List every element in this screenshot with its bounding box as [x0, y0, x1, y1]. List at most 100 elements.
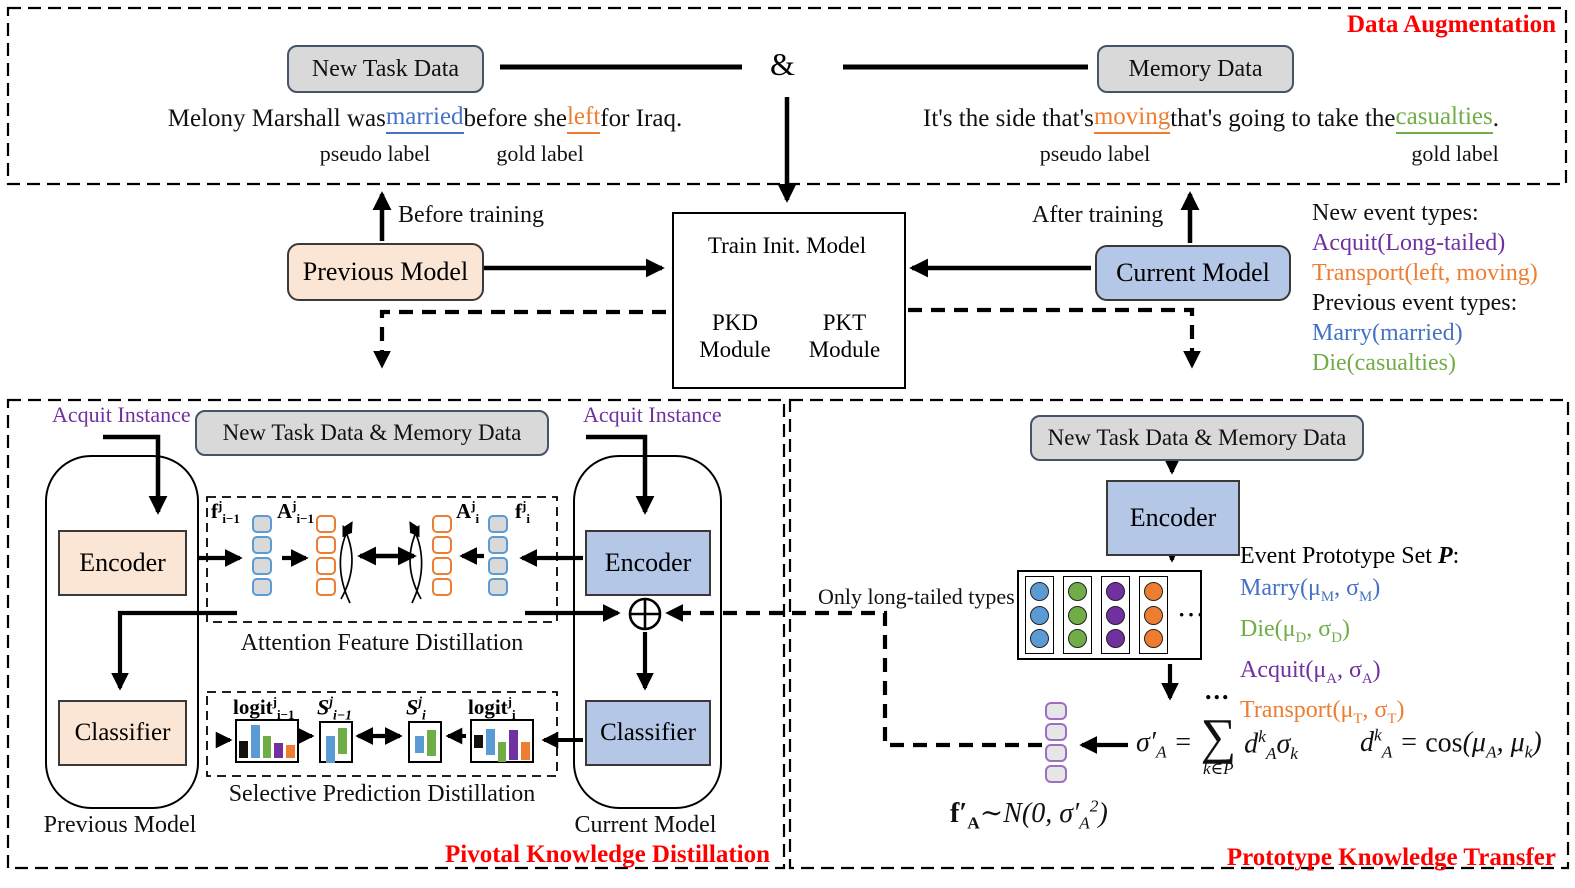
noise-dist: ∼N(0, σ′A2) — [979, 796, 1108, 833]
train-init-model-label: Train Init. Model — [707, 233, 867, 258]
section-title-pkd: Pivotal Knowledge Distillation — [445, 841, 770, 868]
legend-new-event-types: New event types: — [1312, 200, 1479, 226]
previous-model-caption: Previous Model — [43, 812, 197, 838]
noise-feature-column — [1045, 702, 1067, 783]
f-prev-label: fji−1 — [211, 498, 240, 527]
s-prev-chart — [319, 721, 353, 763]
left-example-sentence: Melony Marshall was married before she l… — [85, 103, 765, 134]
pkt-module-label: PKT Module — [795, 309, 894, 363]
right-example-sentence: It's the side that's moving that's going… — [860, 103, 1562, 134]
current-model-caption: Current Model — [574, 812, 717, 838]
event-types-legend: New event types: Acquit(Long-tailed) Tra… — [1312, 198, 1538, 378]
sentence-text: before she — [463, 104, 567, 132]
legend-marry: Marry(married) — [1312, 320, 1463, 346]
training-center-box — [672, 212, 906, 389]
pkd-module-label: PKD Module — [684, 309, 786, 363]
prev-classifier-box: Classifier — [58, 700, 187, 766]
legend-acquit: Acquit(Long-tailed) — [1312, 230, 1506, 256]
cos-formula: dkA = cos(μA, μk) — [1360, 726, 1542, 763]
pseudo-label-caption-right: pseudo label — [1039, 141, 1151, 166]
pseudo-label-word: moving — [1093, 103, 1171, 134]
attention-caption: Attention Feature Distillation — [240, 630, 524, 656]
pkd-module-line2: Module — [699, 337, 771, 362]
noise-formula: f′A∼N(0, σ′A2) — [950, 796, 1108, 834]
prev-attention-column — [316, 515, 336, 596]
before-training-label: Before training — [398, 202, 544, 228]
prev-encoder-box: Encoder — [58, 530, 187, 596]
only-long-tailed-label: Only long-tailed types — [818, 584, 1015, 609]
logit-cur-chart — [470, 719, 534, 763]
attention-curve-left-2 — [340, 525, 353, 600]
prototype-marry: Marry(μM, σM) — [1240, 575, 1381, 605]
pkt-module-line2: Module — [808, 337, 881, 362]
arrow-acquit-right-into-encoder — [586, 434, 655, 515]
sentence-text: that's going to take the — [1170, 104, 1396, 132]
section-title-pkt: Prototype Knowledge Transfer — [1226, 844, 1556, 871]
a-prev-label: Aji−1 — [277, 498, 315, 527]
prototype-acquit: Acquit(μA, σA) — [1240, 656, 1381, 687]
dashed-pkd-to-left-section — [373, 309, 666, 369]
s-cur-chart — [408, 721, 442, 763]
after-training-label: After training — [1032, 202, 1164, 228]
sentence-text: for Iraq. — [600, 104, 683, 132]
sum-symbol: ∑ k∈P — [1200, 707, 1237, 779]
cur-feature-column — [488, 515, 508, 596]
legend-transport: Transport(left, moving) — [1312, 260, 1538, 286]
sum-under: k∈P — [1203, 759, 1234, 779]
prototype-columns — [1025, 576, 1168, 654]
new-task-data-box: New Task Data — [287, 45, 484, 93]
cos-lhs: dkA = — [1360, 726, 1426, 762]
prototype-ellipsis: ··· — [1178, 602, 1207, 627]
sum-glyph: ∑ — [1200, 707, 1237, 764]
noise-f: f′A — [950, 798, 980, 833]
dashed-noise-to-oplus — [665, 604, 1042, 748]
prototype-transport: Transport(μT, σT) — [1240, 697, 1405, 728]
gold-label-word: left — [566, 103, 601, 134]
sentence-text: . — [1492, 104, 1499, 132]
pkt-module-line1: PKT — [822, 310, 867, 335]
cur-attention-column — [432, 515, 452, 596]
logit-prev-chart — [235, 719, 299, 763]
sentence-text: Melony Marshall was — [167, 104, 386, 132]
cur-classifier-box: Classifier — [585, 700, 711, 766]
sigma-formula: σ′A = ∑ k∈P dkAσk — [1136, 700, 1298, 790]
prototype-knowledge-transfer-box — [788, 398, 1570, 870]
sigma-lhs: σ′A = — [1136, 727, 1193, 762]
pkd-data-box: New Task Data & Memory Data — [195, 410, 549, 456]
prototype-set-box: ··· — [1017, 570, 1204, 660]
previous-model-container — [45, 455, 199, 809]
previous-model-box: Previous Model — [287, 243, 484, 301]
s-prev-label: Sji−1 — [317, 694, 352, 723]
legend-previous-event-types: Previous event types: — [1312, 290, 1518, 316]
logit-prev-label: logitji−1 — [233, 694, 295, 723]
prototype-set-title: Event Prototype Set P: — [1240, 543, 1460, 569]
sigma-terms: dkAσk — [1244, 726, 1298, 763]
pkd-module-line1: PKD — [711, 310, 758, 335]
logit-cur-label: logitji — [468, 694, 516, 723]
section-title-data-augmentation: Data Augmentation — [1346, 11, 1556, 38]
gold-label-caption-left: gold label — [496, 141, 584, 166]
current-model-container — [573, 455, 722, 809]
acquit-instance-label-left: Acquit Instance — [52, 402, 191, 427]
cur-encoder-box: Encoder — [585, 530, 711, 596]
oplus-cross — [630, 599, 660, 629]
acquit-instance-label-right: Acquit Instance — [583, 402, 722, 427]
current-model-box: Current Model — [1095, 245, 1291, 301]
pkt-data-box: New Task Data & Memory Data — [1030, 415, 1364, 461]
mid-ellipsis: ... — [1205, 676, 1231, 705]
pivotal-knowledge-distillation-box — [6, 398, 786, 870]
memory-data-box: Memory Data — [1097, 45, 1294, 93]
legend-die: Die(casualties) — [1312, 350, 1456, 376]
prototype-die: Die(μD, σD) — [1240, 615, 1350, 646]
cos-args: (μA, μk) — [1462, 727, 1542, 762]
cos-fn: cos — [1425, 727, 1463, 759]
dashed-pkt-to-right-section — [908, 307, 1201, 369]
s-cur-label: Sji — [406, 694, 426, 723]
sentence-text: It's the side that's — [923, 104, 1094, 132]
attention-curve-right-2 — [409, 525, 422, 600]
a-cur-label: Aji — [456, 498, 480, 527]
gold-label-caption-right: gold label — [1411, 141, 1499, 166]
ampersand: & — [770, 46, 795, 82]
pseudo-label-caption-left: pseudo label — [319, 141, 431, 166]
